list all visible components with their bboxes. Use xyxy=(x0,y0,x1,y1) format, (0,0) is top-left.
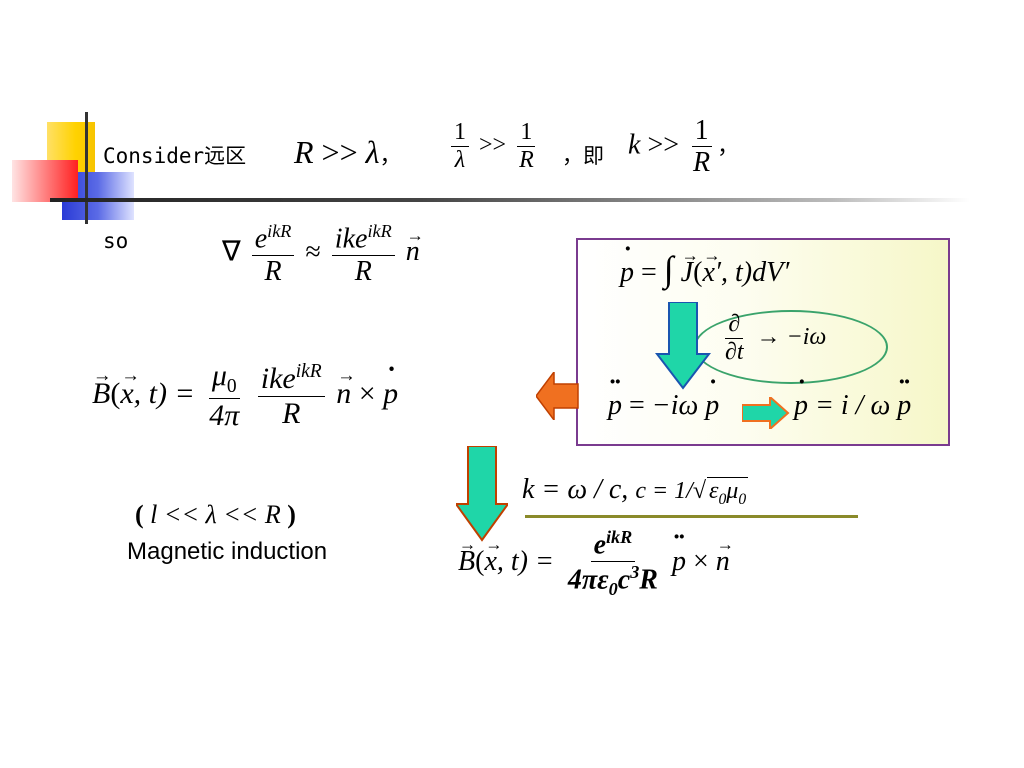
nabla-symbol: ∇ xyxy=(222,236,241,268)
first-derivative-relation: p = i / ω p xyxy=(794,369,911,422)
unit-vector-n: n xyxy=(406,226,424,268)
so-text: so xyxy=(103,229,129,253)
gradient-approximation: ∇ eikR R ≈ ikeikR R n xyxy=(222,221,424,286)
symbol-R: R xyxy=(294,134,314,170)
magnetic-induction-caption: Magnetic induction xyxy=(127,538,328,565)
left-arrow-orange xyxy=(536,372,579,420)
validity-condition: ( l << λ << R ) xyxy=(135,500,296,529)
far-zone-condition-2: 1 λ >> 1 R xyxy=(447,119,541,174)
corner-decoration-vertical-line xyxy=(85,112,88,224)
second-derivative-relation: p = −iω p xyxy=(608,369,719,422)
dipole-moment-integral: p = ∫ J(x′, t)dV′ xyxy=(620,236,789,290)
down-arrow-in-box xyxy=(655,302,711,390)
fraction-one-over-R-large: 1 R xyxy=(691,115,712,179)
magnetic-field-final: B(x, t) = eikR 4πε0c3R p × n xyxy=(458,524,734,599)
approx-sign: ≈ xyxy=(305,236,321,268)
corner-decoration-red xyxy=(12,160,78,202)
magnetic-field-equation-1: B(x, t) = μ0 4π ikeikR R n × p xyxy=(92,354,398,432)
down-arrow-large xyxy=(456,446,508,542)
time-derivative-replacement: ∂ ∂t → −iω xyxy=(725,311,827,366)
fraction-one-over-R: 1 R xyxy=(517,119,536,174)
wave-number-relations: k = ω / c, c = 1/√ε0μ0 xyxy=(522,474,749,508)
symbol-lambda: λ xyxy=(365,134,380,170)
consider-text: Consider远区 xyxy=(103,144,247,168)
comma: ， xyxy=(379,143,402,168)
title-underline xyxy=(50,198,970,202)
ie-text: ，即 xyxy=(562,144,604,168)
far-zone-condition-1: R >> λ， xyxy=(294,134,402,171)
fraction-eikR-over-R: eikR R xyxy=(251,221,295,286)
much-greater-sign: >> xyxy=(321,134,358,170)
far-zone-condition-3: k >> 1 R ， xyxy=(628,115,740,179)
fraction-one-over-lambda: 1 λ xyxy=(451,119,469,173)
separator-line xyxy=(525,515,858,518)
symbol-k: k xyxy=(628,129,641,161)
fraction-ikeikR-over-R: ikeikR R xyxy=(331,221,395,286)
right-arrow-in-box xyxy=(742,397,790,429)
integral-sign: ∫ xyxy=(663,249,674,289)
